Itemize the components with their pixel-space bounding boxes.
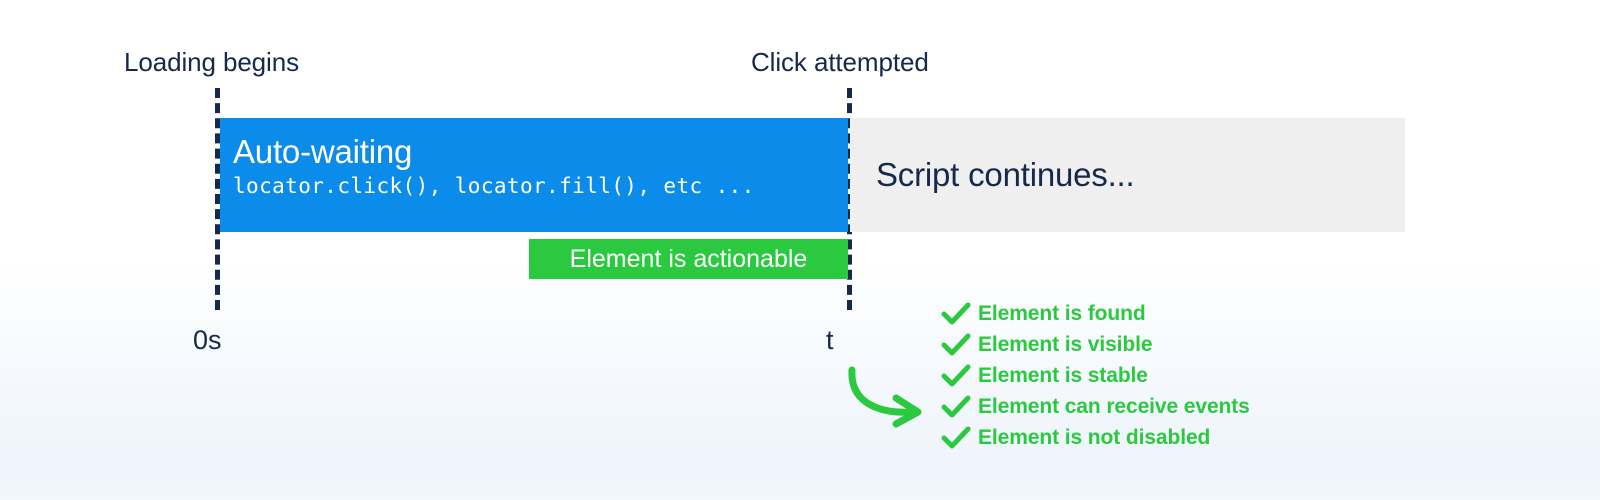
checklist-item-label: Element is found bbox=[978, 301, 1146, 325]
bar-script-continues-title: Script continues... bbox=[876, 156, 1135, 193]
checklist-item: Element can receive events bbox=[941, 391, 1250, 422]
axis-tick-zero: 0s bbox=[193, 325, 222, 355]
checklist-item: Element is not disabled bbox=[941, 422, 1250, 453]
marker-label-loading-begins: Loading begins bbox=[124, 47, 299, 77]
checklist-item-label: Element is not disabled bbox=[978, 425, 1211, 449]
bar-auto-waiting-code: locator.click(), locator.fill(), etc ... bbox=[233, 174, 755, 198]
check-icon bbox=[941, 426, 971, 448]
actionability-checklist: Element is found Element is visible Elem… bbox=[941, 298, 1250, 453]
guide-line-start bbox=[215, 88, 220, 310]
axis-tick-t: t bbox=[826, 325, 834, 355]
check-icon bbox=[941, 302, 971, 324]
bar-script-continues: Script continues... bbox=[850, 118, 1405, 232]
checklist-item-label: Element is visible bbox=[978, 332, 1153, 356]
check-icon bbox=[941, 395, 971, 417]
checklist-item: Element is stable bbox=[941, 360, 1250, 391]
checklist-item: Element is found bbox=[941, 298, 1250, 329]
guide-line-end bbox=[847, 88, 852, 310]
check-icon bbox=[941, 364, 971, 386]
checklist-item-label: Element can receive events bbox=[978, 394, 1250, 418]
curved-arrow-icon bbox=[848, 366, 922, 428]
badge-element-actionable: Element is actionable bbox=[529, 239, 848, 279]
check-icon bbox=[941, 333, 971, 355]
checklist-item: Element is visible bbox=[941, 329, 1250, 360]
bar-auto-waiting: Auto-waiting locator.click(), locator.fi… bbox=[220, 118, 848, 232]
bar-auto-waiting-title: Auto-waiting bbox=[233, 133, 413, 170]
checklist-item-label: Element is stable bbox=[978, 363, 1148, 387]
marker-label-click-attempted: Click attempted bbox=[751, 47, 929, 77]
